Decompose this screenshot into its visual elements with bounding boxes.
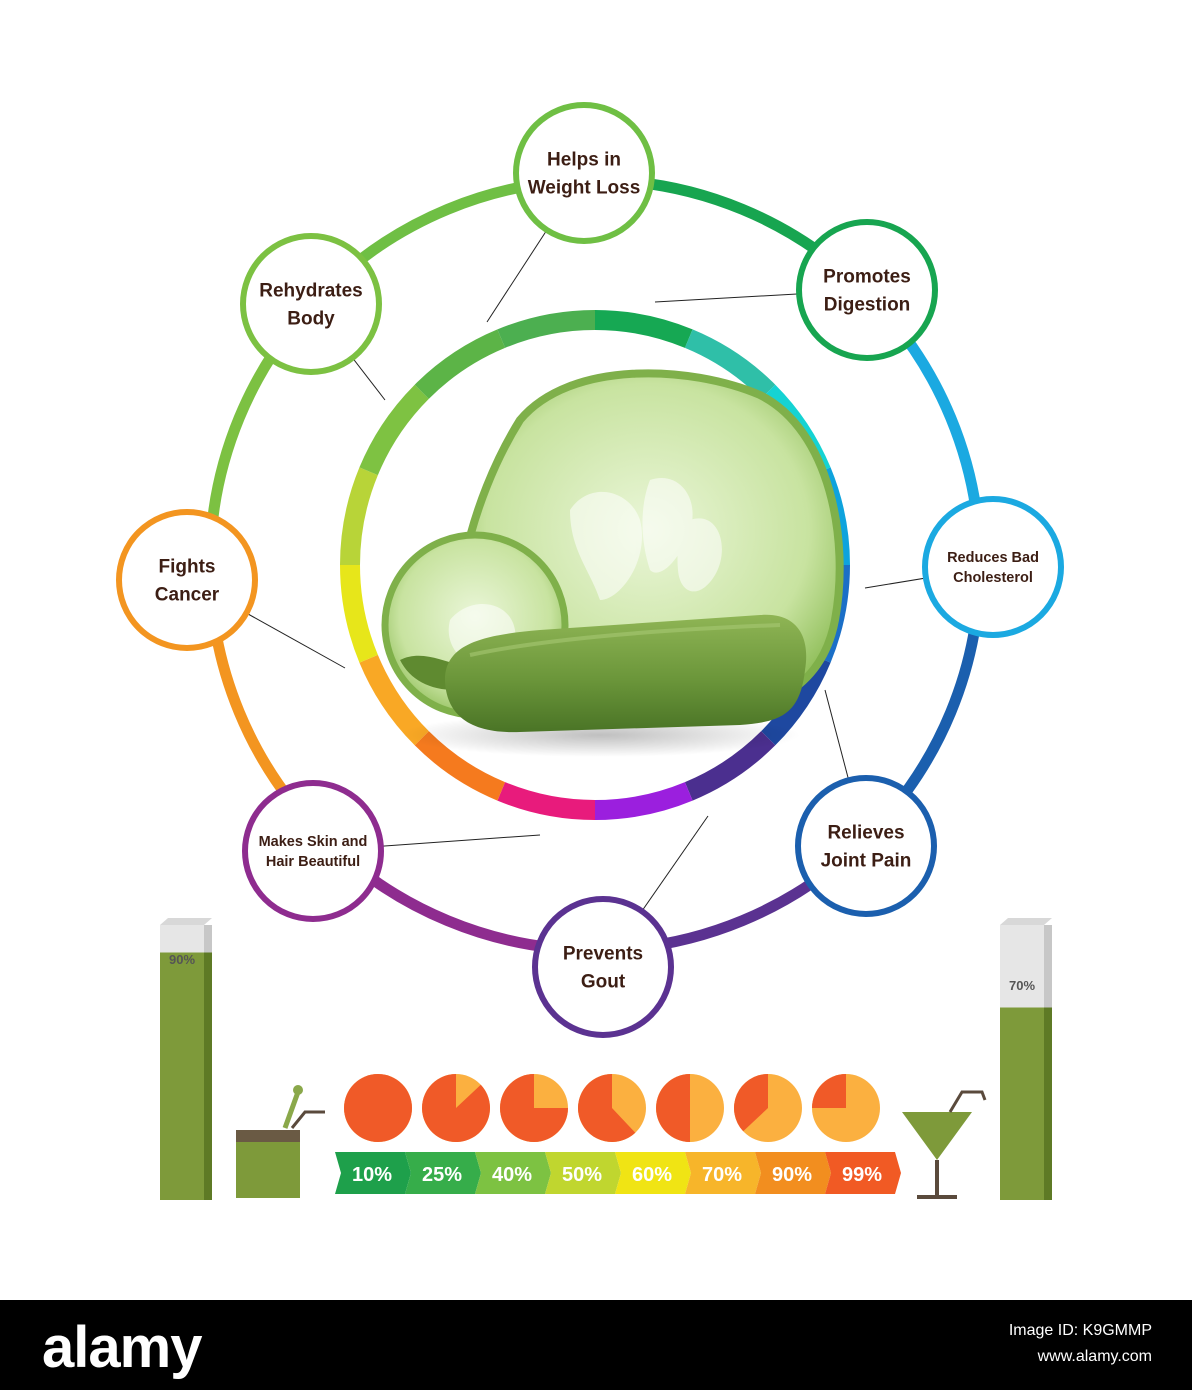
pie-slice bbox=[578, 1074, 636, 1143]
inner-ring-segment bbox=[684, 329, 776, 399]
inner-ring-segment bbox=[340, 467, 378, 566]
inner-ring-segment bbox=[497, 782, 596, 820]
scale-label: 10% bbox=[352, 1164, 392, 1186]
benefit-circle bbox=[513, 102, 655, 244]
pie-slice bbox=[656, 1074, 690, 1142]
scale-label: 40% bbox=[492, 1164, 532, 1186]
pie-slice bbox=[500, 1074, 568, 1142]
pie-slice bbox=[422, 1074, 491, 1142]
scale-label: 25% bbox=[422, 1164, 462, 1186]
benefit-circle bbox=[795, 775, 937, 917]
benefit-circle bbox=[532, 896, 674, 1038]
scale-chevron bbox=[545, 1152, 621, 1194]
pie-row bbox=[344, 1074, 880, 1143]
benefit-label-line1: Rehydrates bbox=[259, 281, 363, 302]
cup-icon bbox=[236, 1085, 325, 1198]
scale-step: 60% bbox=[615, 1152, 691, 1194]
pie-slice bbox=[733, 1074, 768, 1132]
benefit-label-line1: Reduces Bad bbox=[947, 550, 1039, 566]
scale-label: 60% bbox=[632, 1164, 672, 1186]
infographic-canvas: Helps in Weight LossPromotesDigestionRedu… bbox=[116, 102, 1064, 1200]
benefit-label-line2: Digestion bbox=[824, 295, 911, 316]
inner-ring-segment bbox=[594, 782, 693, 820]
right-percentage-bar: 70% bbox=[1000, 918, 1052, 1200]
pie-chart bbox=[422, 1074, 491, 1142]
benefit-label-line1: Promotes bbox=[823, 267, 911, 288]
scale-label: 99% bbox=[842, 1164, 882, 1186]
benefit-label-line2: Hair Beautiful bbox=[266, 854, 360, 870]
percentage-scale: 10% 25% 40% 50% 60% 70% 90% 99% bbox=[335, 1152, 901, 1194]
benefit-node: Helps in Weight Loss bbox=[513, 102, 655, 244]
scale-label: 50% bbox=[562, 1164, 602, 1186]
scale-step: 99% bbox=[825, 1152, 901, 1194]
scale-step: 10% bbox=[335, 1152, 411, 1194]
scale-step: 40% bbox=[475, 1152, 551, 1194]
brand-logo: alamy bbox=[42, 1315, 202, 1380]
benefit-label-line2: Weight Loss bbox=[528, 178, 641, 199]
pie-chart bbox=[812, 1074, 880, 1142]
scale-label: 70% bbox=[702, 1164, 742, 1186]
pie-slice bbox=[812, 1074, 846, 1108]
scale-step: 50% bbox=[545, 1152, 621, 1194]
benefit-label-line1: Fights bbox=[159, 557, 216, 578]
scale-chevron bbox=[335, 1152, 411, 1194]
benefit-label-line1: Prevents bbox=[563, 944, 643, 965]
scale-chevron bbox=[825, 1152, 901, 1194]
scale-chevron bbox=[685, 1152, 761, 1194]
benefit-circle bbox=[240, 233, 382, 375]
benefit-label-line2: Cholesterol bbox=[953, 570, 1033, 586]
benefit-circle bbox=[796, 219, 938, 361]
image-meta: Image ID: K9GMMP www.alamy.com bbox=[1009, 1318, 1152, 1370]
left-bar-label: 90% bbox=[169, 952, 195, 967]
cucumber-illustration bbox=[381, 369, 844, 757]
left-percentage-bar: 90% bbox=[160, 918, 212, 1200]
benefit-label-line1: Relieves bbox=[827, 823, 904, 844]
pie-chart bbox=[500, 1074, 568, 1142]
scale-chevron bbox=[755, 1152, 831, 1194]
pie-chart bbox=[578, 1074, 646, 1143]
scale-step: 90% bbox=[755, 1152, 831, 1194]
benefit-label-line2: Gout bbox=[581, 972, 626, 993]
inner-ring-segment bbox=[497, 310, 596, 348]
scale-step: 70% bbox=[685, 1152, 761, 1194]
site-url: www.alamy.com bbox=[1037, 1348, 1152, 1365]
inner-ring-segment bbox=[340, 564, 378, 663]
right-bar-label: 70% bbox=[1009, 978, 1035, 993]
scale-chevron bbox=[405, 1152, 481, 1194]
benefit-circle bbox=[922, 496, 1064, 638]
benefit-circle bbox=[116, 509, 258, 651]
benefit-label-line2: Body bbox=[287, 309, 335, 330]
cocktail-glass-icon bbox=[902, 1090, 987, 1199]
benefit-label-line2: Cancer bbox=[155, 585, 220, 606]
benefit-label-line1: Helps in bbox=[547, 150, 621, 171]
benefit-label-line2: Joint Pain bbox=[821, 851, 912, 872]
scale-label: 90% bbox=[772, 1164, 812, 1186]
inner-ring-segment bbox=[594, 310, 693, 348]
benefit-label-line1: Makes Skin and bbox=[259, 834, 368, 850]
inner-ring-segment bbox=[414, 329, 506, 399]
benefit-nodes: Helps in Weight LossPromotesDigestionRedu… bbox=[116, 102, 1064, 1038]
scale-chevron bbox=[615, 1152, 691, 1194]
pie-chart bbox=[733, 1074, 802, 1142]
scale-step: 25% bbox=[405, 1152, 481, 1194]
image-id: Image ID: K9GMMP bbox=[1008, 1322, 1152, 1339]
pie-chart bbox=[656, 1074, 724, 1142]
inner-ring-segment bbox=[359, 384, 429, 476]
scale-chevron bbox=[475, 1152, 551, 1194]
pie-chart bbox=[344, 1074, 412, 1142]
pie-slice bbox=[344, 1074, 412, 1142]
benefit-circle bbox=[242, 780, 384, 922]
footer-bar: alamy Image ID: K9GMMP www.alamy.com bbox=[0, 1300, 1192, 1390]
